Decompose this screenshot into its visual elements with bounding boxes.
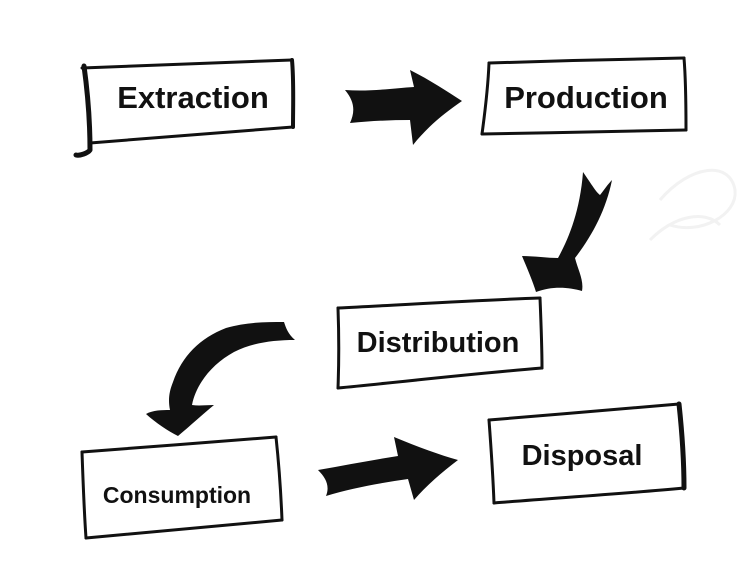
stage-box-disposal: Disposal: [487, 401, 687, 505]
stage-box-production: Production: [480, 56, 688, 136]
arrow-consumption-to-disposal: [318, 437, 458, 500]
arrow-distribution-to-consumption: [146, 322, 295, 436]
arrow-production-to-distribution: [522, 172, 612, 292]
stage-box-extraction: Extraction: [73, 58, 296, 158]
stage-label-disposal: Disposal: [522, 440, 643, 472]
stage-box-distribution: Distribution: [336, 296, 544, 390]
faint-background-mark: [648, 168, 737, 242]
stage-label-consumption: Consumption: [103, 482, 251, 508]
arrow-extraction-to-production: [345, 70, 462, 145]
stage-label-distribution: Distribution: [357, 327, 520, 359]
stage-label-production: Production: [504, 80, 668, 115]
stage-label-extraction: Extraction: [117, 80, 269, 115]
stage-box-consumption: Consumption: [80, 435, 284, 540]
